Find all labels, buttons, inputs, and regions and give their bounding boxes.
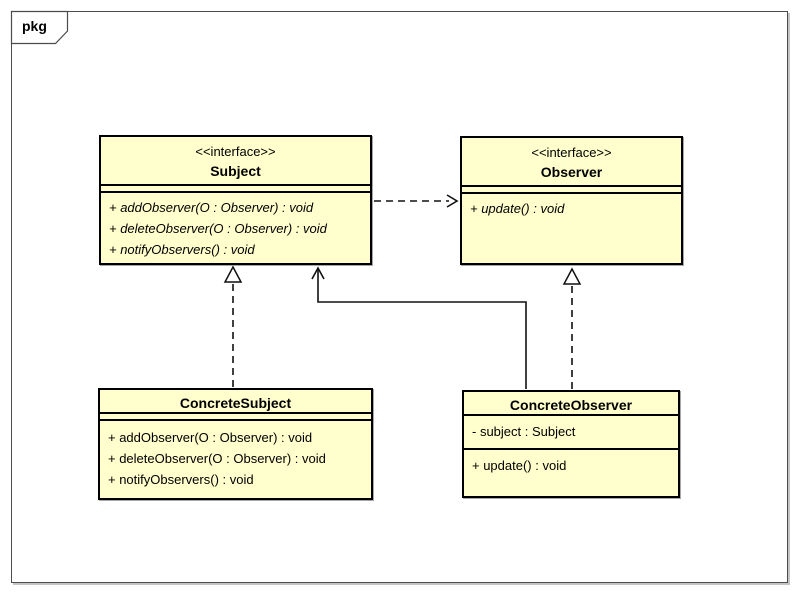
association-concreteobserver-subject[interactable] bbox=[311, 266, 527, 389]
operation: + update() : void bbox=[472, 458, 567, 473]
attributes-compartment bbox=[101, 186, 370, 193]
stereotype-label: <<interface>> bbox=[531, 145, 612, 160]
attributes-compartment bbox=[462, 187, 681, 194]
operation: + deleteObserver(O : Observer) : void bbox=[109, 221, 327, 236]
class-name: Subject bbox=[210, 163, 261, 179]
operations-compartment: + addObserver(O : Observer) : void + del… bbox=[100, 421, 371, 490]
attribute: - subject : Subject bbox=[472, 424, 576, 439]
operations-compartment: + addObserver(O : Observer) : void + del… bbox=[101, 193, 370, 260]
package-frame bbox=[11, 11, 788, 583]
operation: + deleteObserver(O : Observer) : void bbox=[108, 451, 326, 466]
class-concrete-observer[interactable]: ConcreteObserver - subject : Subject + u… bbox=[462, 390, 680, 498]
class-header: <<interface>> Observer bbox=[462, 138, 681, 187]
package-tab-label: pkg bbox=[22, 18, 47, 34]
realization-concreteobserver-observer[interactable] bbox=[562, 267, 582, 389]
class-header: ConcreteObserver bbox=[464, 392, 678, 416]
package-tab bbox=[10, 10, 69, 45]
operations-compartment: + update() : void bbox=[464, 450, 678, 476]
operation: + notifyObservers() : void bbox=[108, 472, 254, 487]
realization-concretesubject-subject[interactable] bbox=[223, 265, 243, 387]
open-arrowhead-icon bbox=[446, 194, 459, 208]
attributes-compartment: - subject : Subject bbox=[464, 416, 678, 450]
class-header: ConcreteSubject bbox=[100, 390, 371, 414]
class-name: ConcreteObserver bbox=[509, 397, 633, 413]
class-concrete-subject[interactable]: ConcreteSubject + addObserver(O : Observ… bbox=[98, 388, 373, 500]
class-subject[interactable]: <<interface>> Subject + addObserver(O : … bbox=[99, 135, 372, 265]
attributes-compartment bbox=[100, 414, 371, 421]
class-header: <<interface>> Subject bbox=[101, 137, 370, 186]
dependency-subject-observer[interactable] bbox=[374, 194, 459, 208]
class-name: Observer bbox=[540, 164, 603, 180]
operations-compartment: + update() : void bbox=[462, 194, 681, 219]
class-name: ConcreteSubject bbox=[179, 395, 292, 411]
class-observer[interactable]: <<interface>> Observer + update() : void bbox=[460, 136, 683, 265]
hollow-triangle-icon bbox=[562, 267, 582, 285]
hollow-triangle-icon bbox=[223, 265, 243, 283]
operation: + addObserver(O : Observer) : void bbox=[109, 200, 314, 215]
open-arrowhead-icon bbox=[311, 266, 325, 280]
stereotype-label: <<interface>> bbox=[195, 144, 276, 159]
operation: + update() : void bbox=[470, 201, 565, 216]
operation: + addObserver(O : Observer) : void bbox=[108, 430, 313, 445]
operation: + notifyObservers() : void bbox=[109, 242, 255, 257]
